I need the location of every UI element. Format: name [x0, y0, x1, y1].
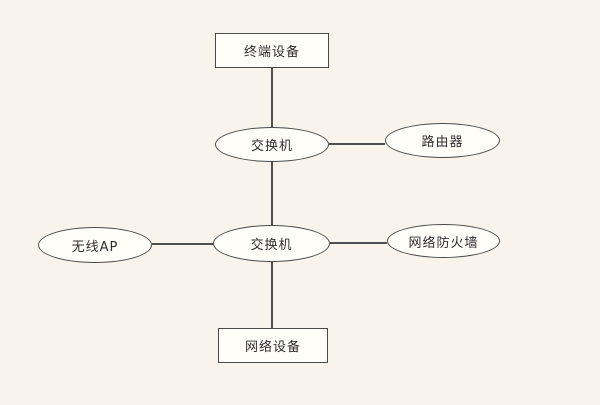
edge-wireless-ap-to-switch-center	[152, 243, 213, 245]
edge-switch-top-to-switch-center	[271, 162, 273, 225]
node-switch-top: 交换机	[215, 127, 329, 162]
edge-terminal-device-to-switch-top	[271, 68, 273, 127]
node-router-label: 路由器	[421, 135, 464, 150]
node-router: 路由器	[385, 123, 500, 158]
edge-switch-top-to-router	[329, 143, 385, 145]
node-firewall-label: 网络防火墙	[408, 235, 479, 251]
edge-switch-center-to-network-device	[271, 262, 273, 328]
node-wireless-ap: 无线AP	[38, 227, 152, 263]
node-network-device-label: 网络设备	[244, 340, 301, 355]
node-wireless-ap-label: 无线AP	[71, 239, 119, 255]
node-firewall: 网络防火墙	[387, 224, 500, 258]
edge-switch-center-to-firewall	[330, 242, 387, 244]
node-terminal-device-label: 终端设备	[243, 45, 300, 60]
node-switch-center-label: 交换机	[250, 238, 293, 253]
node-switch-center: 交换机	[213, 225, 330, 262]
node-switch-top-label: 交换机	[250, 139, 293, 154]
node-network-device: 网络设备	[218, 328, 328, 363]
node-terminal-device: 终端设备	[215, 33, 329, 68]
